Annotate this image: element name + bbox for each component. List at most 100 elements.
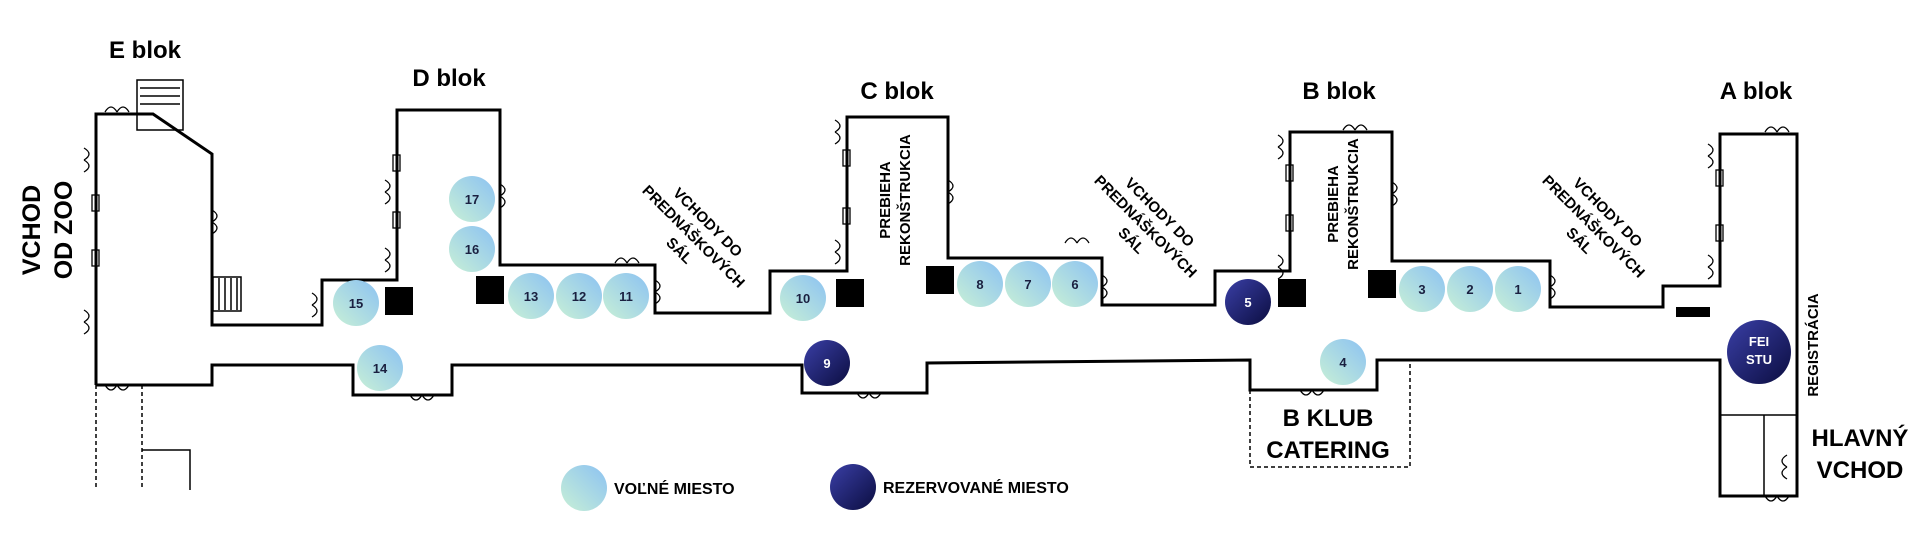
door-mark (83, 147, 90, 173)
spot-number: 10 (796, 291, 810, 306)
spot-number: 4 (1339, 355, 1347, 370)
pillars (385, 266, 1710, 317)
spot-circle-free[interactable] (556, 273, 602, 319)
block-label-a: A blok (1720, 78, 1793, 105)
door-mark (104, 106, 130, 113)
door-mark (1101, 274, 1108, 300)
spot-16[interactable]: 16 (449, 226, 495, 272)
spot-12[interactable]: 12 (556, 273, 602, 319)
zoo-entrance-label: VCHOD OD ZOO (18, 181, 78, 280)
door-mark (1299, 389, 1325, 396)
spot-number: 5 (1244, 295, 1251, 310)
reconstruction-line1: PREBIEHA (877, 161, 894, 239)
pillar (1676, 307, 1710, 317)
window-mark (392, 154, 401, 172)
door-mark (834, 239, 841, 265)
spot-circle-free[interactable] (1495, 266, 1541, 312)
door-mark (409, 394, 435, 401)
window-mark (1715, 169, 1724, 187)
b-klub-line1: B KLUB (1283, 405, 1374, 432)
spot-circle-free[interactable] (1447, 266, 1493, 312)
main-entrance-line2: VCHOD (1817, 457, 1904, 484)
reconstruction-line1: PREBIEHA (1325, 165, 1342, 243)
spot-circle-reserved[interactable] (804, 340, 850, 386)
spot-circle-free[interactable] (1320, 339, 1366, 385)
spot-circle-free[interactable] (333, 280, 379, 326)
spot-circle-free[interactable] (449, 226, 495, 272)
door-mark (1549, 274, 1556, 300)
spot-number: 8 (976, 277, 983, 292)
window-mark (91, 249, 100, 267)
spot-17[interactable]: 17 (449, 176, 495, 222)
window-mark (842, 149, 851, 167)
window-mark (1285, 164, 1294, 182)
spot-circle-free[interactable] (1399, 266, 1445, 312)
spot-circle-free[interactable] (1005, 261, 1051, 307)
zoo-entrance-line1: VCHOD (18, 185, 46, 275)
legend-reserved-label: REZERVOVANÉ MIESTO (883, 478, 1069, 497)
pillar (836, 279, 864, 307)
spot-6[interactable]: 6 (1052, 261, 1098, 307)
spot-number: 11 (619, 289, 633, 304)
door-mark (384, 179, 391, 205)
legend-free-label: VOĽNÉ MIESTO (614, 479, 735, 498)
block-label-c: C blok (860, 78, 934, 105)
door-mark (499, 183, 506, 209)
spot-circle-free[interactable] (357, 345, 403, 391)
spot-number: 6 (1071, 277, 1078, 292)
spot-10[interactable]: 10 (780, 275, 826, 321)
spot-7[interactable]: 7 (1005, 261, 1051, 307)
spot-1[interactable]: 1 (1495, 266, 1541, 312)
reconstruction-label-b: PREBIEHA REKONŠTRUKCIA (1325, 138, 1362, 270)
window-mark (1285, 214, 1294, 232)
door-mark (1277, 254, 1284, 280)
door-mark (311, 292, 318, 318)
spot-circle-free[interactable] (603, 273, 649, 319)
window-mark (392, 211, 401, 229)
spot-5[interactable]: 5 (1225, 279, 1271, 325)
b-klub-area (1249, 360, 1411, 468)
spot-13[interactable]: 13 (508, 273, 554, 319)
door-mark (1277, 134, 1284, 160)
spot-8[interactable]: 8 (957, 261, 1003, 307)
pillar (926, 266, 954, 294)
spot-circle-free[interactable] (780, 275, 826, 321)
spot-circle-free[interactable] (957, 261, 1003, 307)
walls (94, 79, 1799, 498)
lecture-halls-label-c: VCHODY DO PREDNÁŠKOVÝCH SÁL (1091, 171, 1201, 281)
reconstruction-line2: REKONŠTRUKCIA (896, 134, 914, 266)
spot-number: 2 (1466, 282, 1473, 297)
door-mark (1764, 495, 1790, 502)
spot-circle-free[interactable] (1052, 261, 1098, 307)
pillar (385, 287, 413, 315)
door-mark (104, 384, 130, 391)
door-mark (1342, 124, 1368, 131)
spot-15[interactable]: 15 (333, 280, 379, 326)
door-mark (856, 392, 882, 399)
spot-11[interactable]: 11 (603, 273, 649, 319)
window-mark (842, 207, 851, 225)
spot-number: 12 (572, 289, 586, 304)
door-mark (1707, 143, 1714, 169)
door-mark (83, 309, 90, 335)
spot-3[interactable]: 3 (1399, 266, 1445, 312)
spot-circle-free[interactable] (449, 176, 495, 222)
door-mark (211, 209, 218, 235)
registration-label: REGISTRÁCIA (1805, 293, 1822, 397)
spot-circle-free[interactable] (508, 273, 554, 319)
spot-number: 14 (373, 361, 388, 376)
spot-2[interactable]: 2 (1447, 266, 1493, 312)
door-mark (834, 119, 841, 145)
reconstruction-label-c: PREBIEHA REKONŠTRUKCIA (877, 134, 914, 266)
e-block-walls (94, 108, 1799, 498)
spot-4[interactable]: 4 (1320, 339, 1366, 385)
spot-9[interactable]: 9 (804, 340, 850, 386)
window-mark (1715, 224, 1724, 242)
spot-number: 13 (524, 289, 538, 304)
e-block-stairs-side (212, 276, 242, 312)
spot-14[interactable]: 14 (357, 345, 403, 391)
spot-circle-reserved[interactable] (1225, 279, 1271, 325)
spot-number: 15 (349, 296, 363, 311)
